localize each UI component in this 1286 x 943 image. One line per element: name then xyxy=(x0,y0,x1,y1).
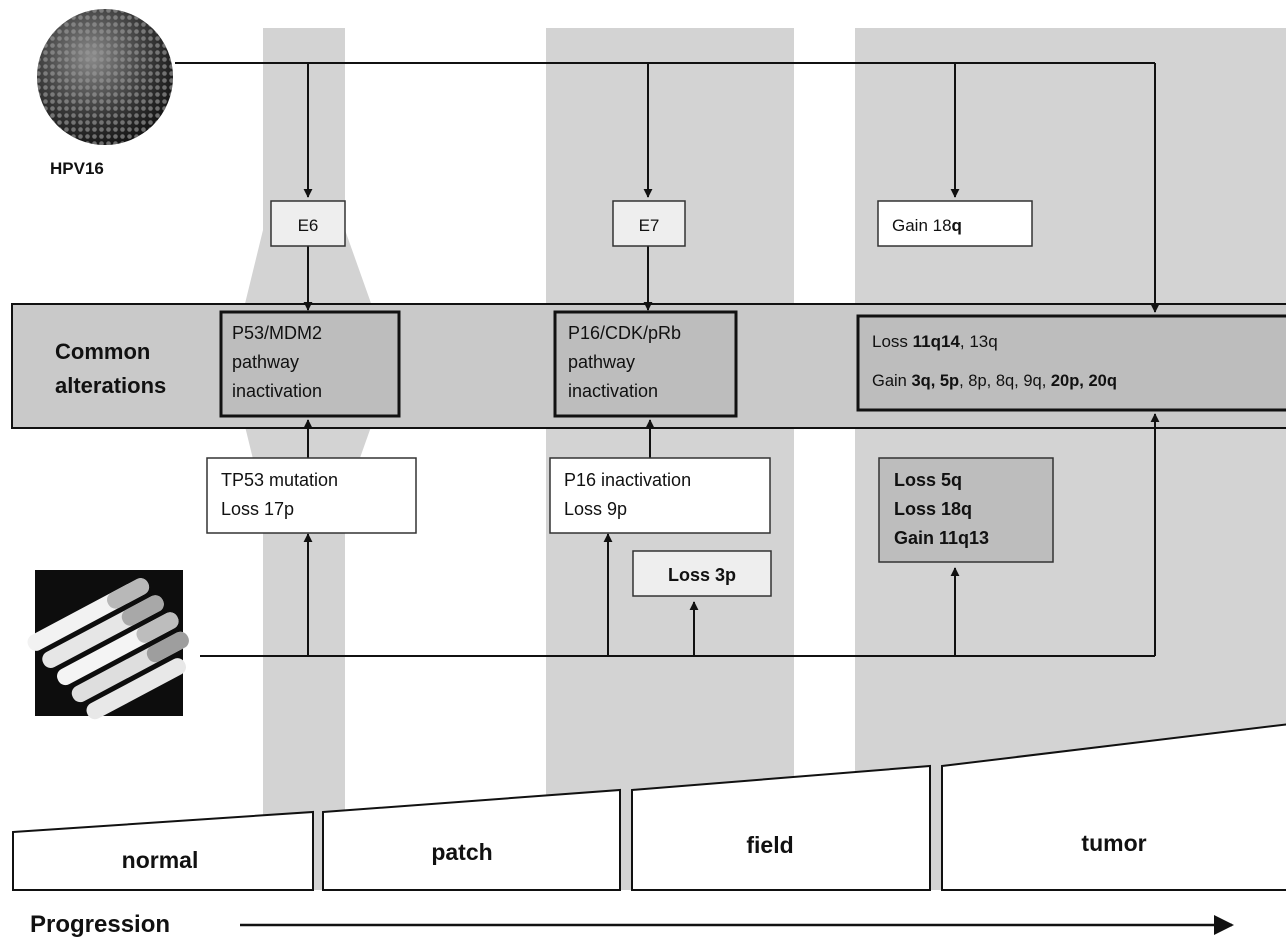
p16-inact-line2: Loss 9p xyxy=(564,499,627,519)
tumor-loss-line3: Gain 11q13 xyxy=(894,528,989,548)
tumor-losses-box: Loss 5q Loss 18q Gain 11q13 xyxy=(878,457,1054,563)
p16-pathway-box: P16/CDK/pRb pathway inactivation xyxy=(553,310,738,418)
row-label-line1: Common xyxy=(55,339,150,364)
p53-pathway-box: P53/MDM2 pathway inactivation xyxy=(219,310,401,418)
p16-inact-line1: P16 inactivation xyxy=(564,470,691,490)
common-tumor-box: Loss 11q14, 13q Gain 3q, 5p, 8p, 8q, 9q,… xyxy=(856,314,1286,412)
gain18q-box: Gain 18q xyxy=(877,200,1033,247)
svg-text:Gain 18q: Gain 18q xyxy=(892,216,962,235)
stage-label-patch: patch xyxy=(431,839,492,865)
tp53-line1: TP53 mutation xyxy=(221,470,338,490)
svg-text:Loss 11q14, 13q: Loss 11q14, 13q xyxy=(872,332,998,351)
p16-line3: inactivation xyxy=(568,381,658,401)
hpv16-virus-icon xyxy=(37,9,173,145)
p16-line1: P16/CDK/pRb xyxy=(568,323,681,343)
stage-tumor-shape xyxy=(941,723,1286,891)
common-line2-c: , 8p, 8q, 9q, xyxy=(959,372,1051,390)
e7-label: E7 xyxy=(639,216,660,235)
virus-label: HPV16 xyxy=(50,159,104,178)
e6-box: E6 xyxy=(270,200,346,247)
e7-box: E7 xyxy=(612,200,686,247)
common-line1-a: Loss xyxy=(872,332,913,351)
svg-text:Gain 3q, 5p, 8p, 8q, 9q, 20p,: Gain 3q, 5p, 8p, 8q, 9q, 20p, 20q xyxy=(872,372,1117,390)
p53-line3: inactivation xyxy=(232,381,322,401)
stage-label-tumor: tumor xyxy=(1081,830,1146,856)
common-line2-a: Gain xyxy=(872,372,911,390)
stage-shapes xyxy=(12,723,1286,891)
common-line1-c: , 13q xyxy=(960,332,998,351)
stage-field-shape xyxy=(631,764,931,891)
tp53-line2: Loss 17p xyxy=(221,499,294,519)
gain18q-bold: q xyxy=(952,216,962,235)
hpv-connectors xyxy=(175,62,1160,313)
tumor-loss-line1: Loss 5q xyxy=(894,470,962,490)
gain18q-prefix: Gain 18 xyxy=(892,216,952,235)
common-line2-b: 3q, 5p xyxy=(911,372,959,390)
p16-inactivation-box: P16 inactivation Loss 9p xyxy=(549,457,771,534)
p16-line2: pathway xyxy=(568,352,635,372)
loss3p-box: Loss 3p xyxy=(632,550,772,597)
loss3p-label: Loss 3p xyxy=(668,565,736,585)
progression-label: Progression xyxy=(30,911,170,938)
p53-line1: P53/MDM2 xyxy=(232,323,322,343)
stage-normal-shape xyxy=(12,810,314,891)
row-label-line2: alterations xyxy=(55,373,166,398)
stage-label-field: field xyxy=(746,832,793,858)
stage-patch-shape xyxy=(322,788,621,891)
tobacco-connectors xyxy=(200,413,1160,657)
common-line2-d: 20p, 20q xyxy=(1051,372,1117,390)
p53-line2: pathway xyxy=(232,352,299,372)
cigarettes-icon xyxy=(27,570,189,720)
e6-label: E6 xyxy=(298,216,319,235)
common-line1-b: 11q14 xyxy=(913,332,961,351)
stage-label-normal: normal xyxy=(122,847,199,873)
tp53-box: TP53 mutation Loss 17p xyxy=(206,457,417,534)
tumor-loss-line2: Loss 18q xyxy=(894,499,972,519)
